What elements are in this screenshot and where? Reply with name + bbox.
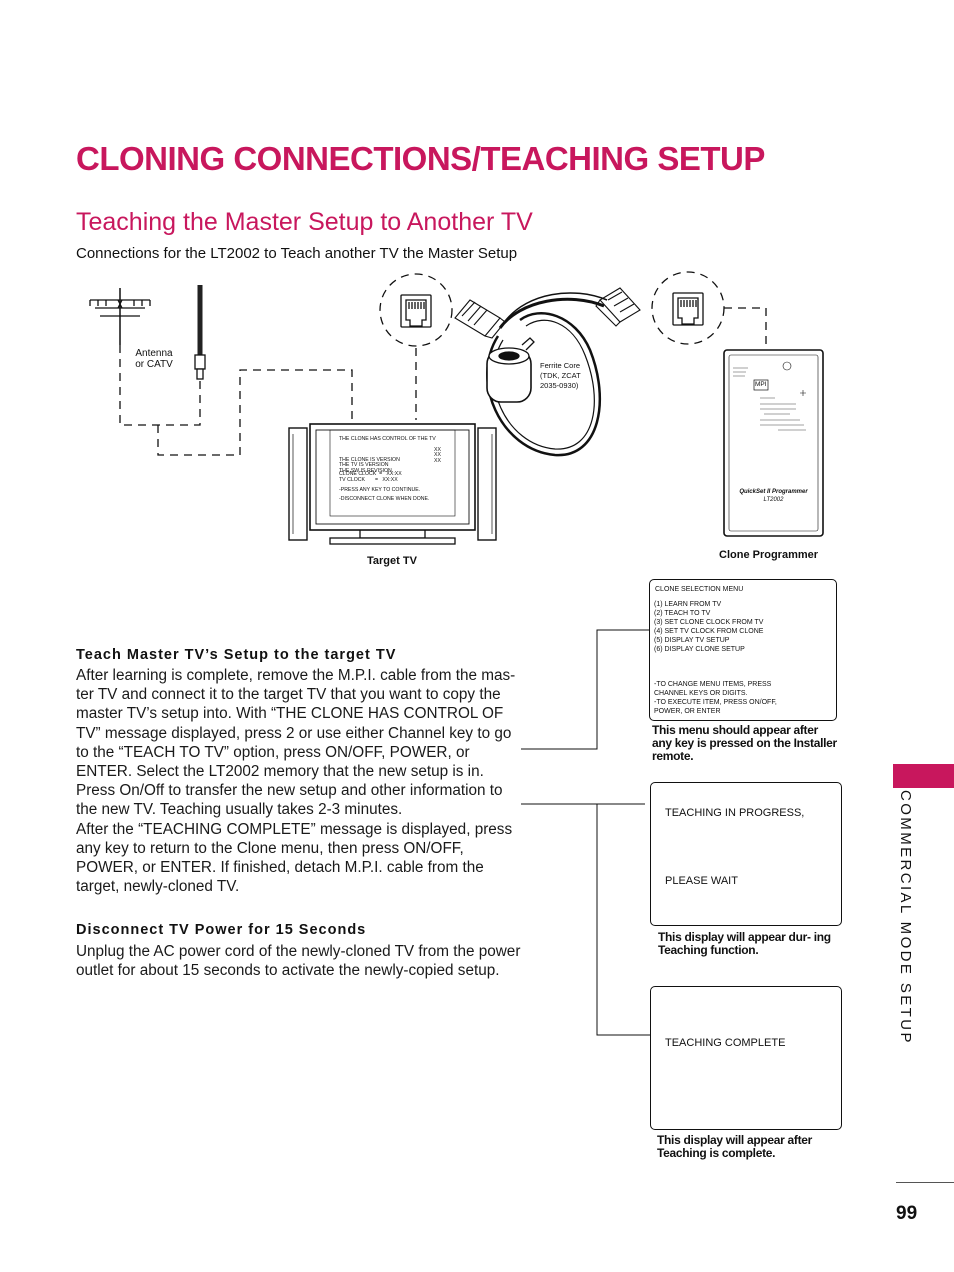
leader-lines (521, 629, 650, 1036)
teaching-progress-screen: TEACHING IN PROGRESS, PLEASE WAIT (650, 782, 842, 926)
ferrite-core-label: Ferrite Core (TDK, ZCAT 2035-0930) (540, 361, 581, 390)
mpi-cable (486, 292, 608, 457)
step1-body: After learning is complete, remove the M… (76, 667, 516, 896)
clone-menu-items: (1) LEARN FROM TV (2) TEACH TO TV (3) SE… (654, 600, 763, 654)
clone-programmer-label: Clone Programmer (719, 549, 819, 561)
teaching-complete-screen: TEACHING COMPLETE (650, 986, 842, 1130)
teaching-complete-caption: This display will appear after Teaching … (657, 1133, 813, 1160)
mpi-jack-right-icon (651, 271, 767, 345)
ferrite-core-icon (486, 337, 535, 403)
footer-rule (896, 1182, 954, 1183)
menu-item: (5) DISPLAY TV SETUP (654, 637, 730, 644)
antenna-icon (89, 288, 151, 345)
section-title: Teaching the Master Setup to Another TV (76, 208, 533, 236)
menu-item: (6) DISPLAY CLONE SETUP (654, 646, 745, 653)
connections-heading: Connections for the LT2002 to Teach anot… (76, 245, 518, 262)
menu-item: (3) SET CLONE CLOCK FROM TV (654, 619, 764, 626)
clone-menu-help: -TO CHANGE MENU ITEMS, PRESS CHANNEL KEY… (654, 681, 777, 715)
mpi-jack-left-icon (379, 273, 453, 420)
teaching-progress-text: TEACHING IN PROGRESS, (665, 807, 805, 819)
target-tv-label: Target TV (367, 555, 417, 567)
section-side-label: COMMERCIAL MODE SETUP (897, 790, 914, 1045)
menu-item: (1) LEARN FROM TV (654, 601, 722, 608)
mpi-port-label: MPI (755, 381, 767, 388)
antenna-wiring (119, 345, 353, 456)
page-number: 99 (896, 1203, 918, 1224)
antenna-label: Antenna or CATV (135, 348, 173, 370)
tv-screen-text: THE CLONE HAS CONTROL OF THE TV THE CLON… (339, 436, 441, 503)
step2-body: Unplug the AC power cord of the newly-cl… (76, 943, 521, 980)
teaching-progress-caption: This display will appear dur- ing Teachi… (658, 930, 831, 957)
teaching-complete-text: TEACHING COMPLETE (665, 1037, 786, 1049)
step1-heading: Teach Master TV’s Setup to the target TV (76, 647, 397, 663)
step2-heading: Disconnect TV Power for 15 Seconds (76, 922, 367, 938)
rj-plug-left-icon (454, 299, 506, 339)
clone-menu-title: CLONE SELECTION MENU (655, 586, 744, 593)
menu-item: (2) TEACH TO TV (654, 610, 711, 617)
please-wait-text: PLEASE WAIT (665, 875, 738, 887)
clone-selection-menu: CLONE SELECTION MENU (1) LEARN FROM TV (… (649, 579, 837, 721)
programmer-name: QuickSet II Programmer LT2002 (739, 489, 808, 503)
menu-item: (4) SET TV CLOCK FROM CLONE (654, 628, 764, 635)
target-tv-icon (288, 423, 497, 545)
clone-menu-caption: This menu should appear after any key is… (652, 723, 837, 763)
page-title: CLONING CONNECTIONS/TEACHING SETUP (76, 140, 765, 177)
section-tab-marker (893, 764, 954, 788)
clone-programmer-icon (723, 349, 824, 537)
coax-connector-icon (194, 285, 206, 380)
